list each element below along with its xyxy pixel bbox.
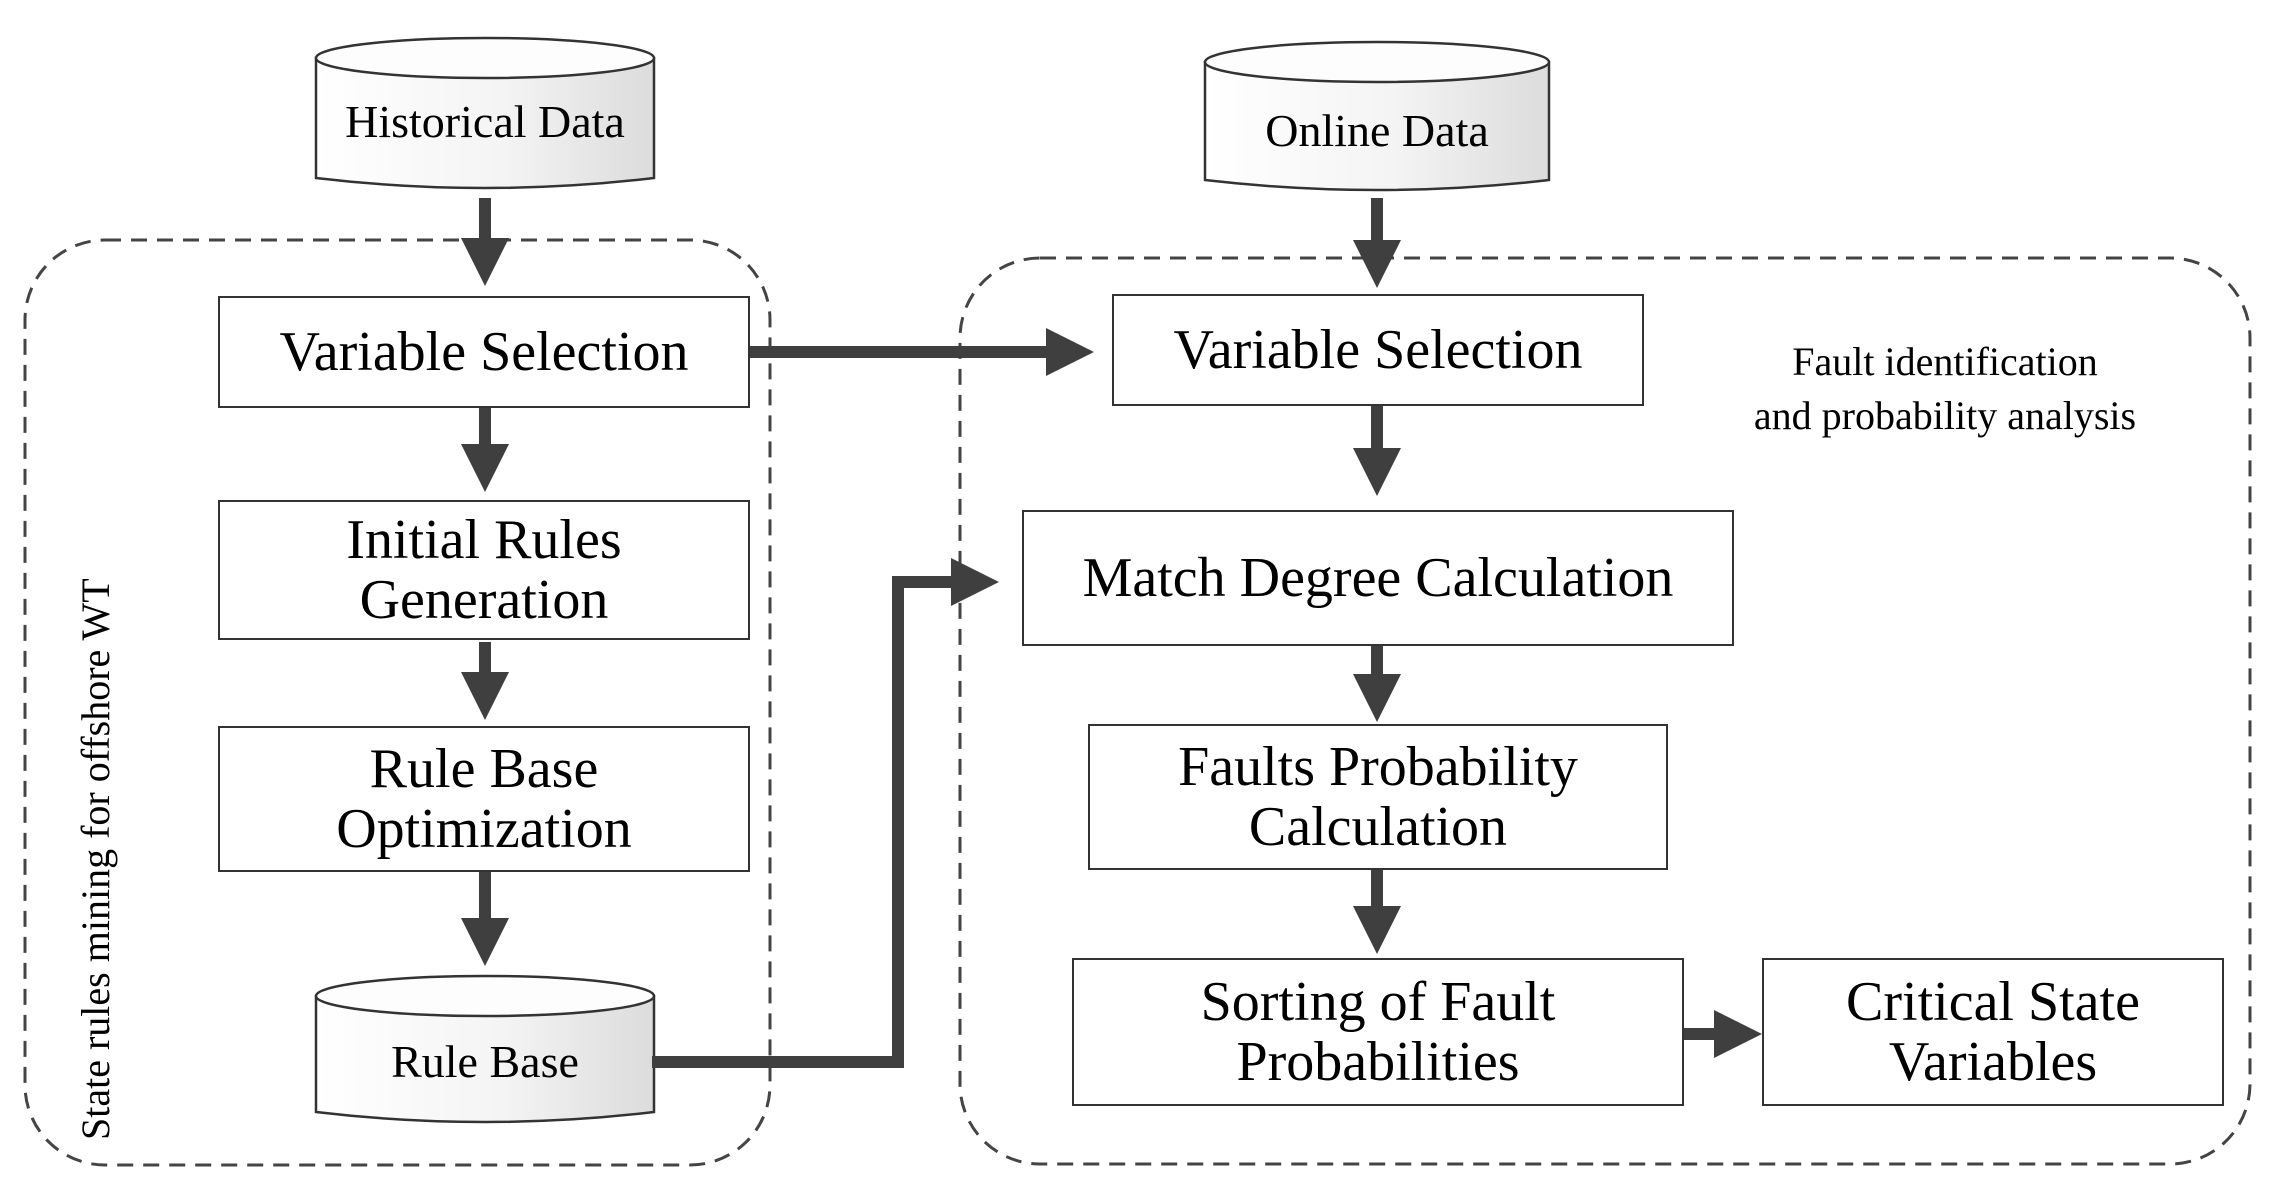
right-variable-selection-box: Variable Selection <box>1112 294 1644 406</box>
left-variable-selection-label: Variable Selection <box>279 320 689 383</box>
historical-data-label: Historical Data <box>345 96 625 147</box>
faults-probability-calculation-label: Faults Probability Calculation <box>1178 735 1578 858</box>
rule-base-optimization-box: Rule Base Optimization <box>218 726 750 872</box>
rule-base-optimization-label: Rule Base Optimization <box>336 737 632 860</box>
initial-rules-generation-box: Initial Rules Generation <box>218 500 750 640</box>
sorting-fault-probabilities-box: Sorting of Fault Probabilities <box>1072 958 1684 1106</box>
right-variable-selection-label: Variable Selection <box>1173 318 1583 381</box>
right-group-border <box>958 256 2252 1166</box>
online-data-label: Online Data <box>1265 105 1489 156</box>
rule-base-label: Rule Base <box>391 1036 579 1087</box>
historical-data-cylinder <box>314 36 656 190</box>
initial-rules-generation-label: Initial Rules Generation <box>346 508 622 631</box>
critical-state-variables-label: Critical State Variables <box>1846 970 2140 1093</box>
faults-probability-calculation-box: Faults Probability Calculation <box>1088 724 1668 870</box>
online-data-cylinder <box>1203 40 1551 192</box>
critical-state-variables-box: Critical State Variables <box>1762 958 2224 1106</box>
match-degree-calculation-box: Match Degree Calculation <box>1022 510 1734 646</box>
sorting-fault-probabilities-label: Sorting of Fault Probabilities <box>1200 970 1556 1093</box>
match-degree-calculation-label: Match Degree Calculation <box>1082 546 1674 609</box>
left-group-border <box>23 238 772 1167</box>
right-group-title: Fault identification and probability ana… <box>1753 339 2137 438</box>
left-group-title: State rules mining for offshore WT <box>73 578 118 1140</box>
rule-base-cylinder <box>314 974 656 1124</box>
arrow-rulebase-to-match <box>652 558 999 1068</box>
left-variable-selection-box: Variable Selection <box>218 296 750 408</box>
